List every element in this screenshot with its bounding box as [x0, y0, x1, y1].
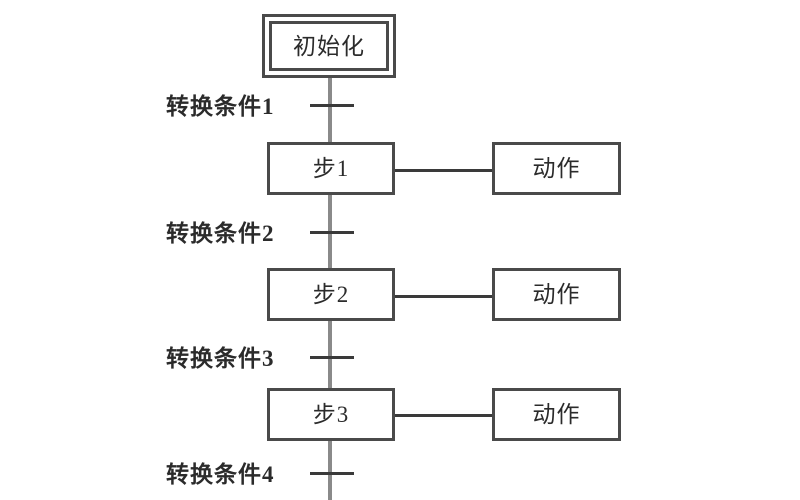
transition-tick-3: [310, 356, 354, 359]
transition-label-4: 转换条件4: [166, 462, 275, 487]
trunk-line-init-to-step1: [328, 78, 332, 144]
branch-line-step2-action: [393, 295, 494, 298]
trunk-line-step3-to-end: [328, 440, 332, 500]
initial-step-inner-frame: 初始化: [269, 21, 389, 71]
action-label-2: 动作: [532, 282, 581, 307]
action-label-3: 动作: [532, 402, 581, 427]
step-box-3[interactable]: 步3: [267, 388, 395, 441]
step-label-2: 步2: [312, 282, 350, 307]
initial-step-box[interactable]: 初始化: [262, 14, 396, 78]
transition-tick-2: [310, 231, 354, 234]
transition-label-2: 转换条件2: [166, 221, 275, 246]
branch-line-step1-action: [393, 169, 494, 172]
action-box-1[interactable]: 动作: [492, 142, 621, 195]
step-label-3: 步3: [312, 402, 350, 427]
step-box-1[interactable]: 步1: [267, 142, 395, 195]
trunk-line-step2-to-step3: [328, 320, 332, 390]
transition-label-1: 转换条件1: [166, 94, 275, 119]
transition-label-3: 转换条件3: [166, 346, 275, 371]
step-label-1: 步1: [312, 156, 350, 181]
step-box-2[interactable]: 步2: [267, 268, 395, 321]
action-label-1: 动作: [532, 156, 581, 181]
branch-line-step3-action: [393, 414, 494, 417]
transition-tick-1: [310, 104, 354, 107]
transition-tick-4: [310, 472, 354, 475]
action-box-2[interactable]: 动作: [492, 268, 621, 321]
action-box-3[interactable]: 动作: [492, 388, 621, 441]
initial-step-label: 初始化: [293, 33, 365, 59]
